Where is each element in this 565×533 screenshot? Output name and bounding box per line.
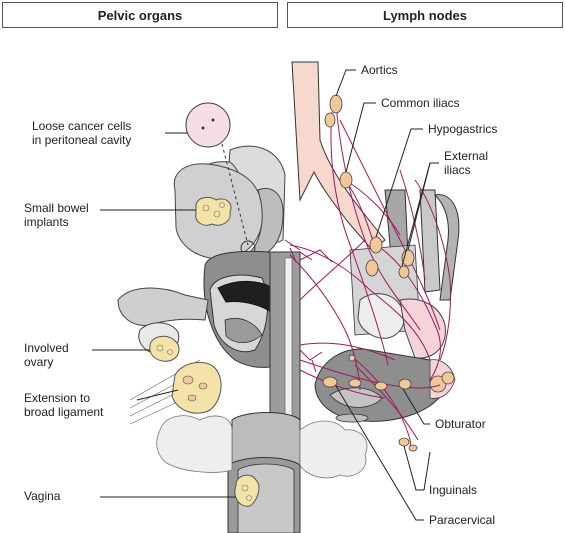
small-bowel-implants [195,196,232,226]
pelvic-floor-tissue [156,415,368,479]
external-iliac-node-2 [398,265,410,279]
aorta [291,61,386,251]
label-loose-cells-2: in peritoneal cavity [32,133,131,147]
hypogastric-node-2 [365,259,379,277]
aortic-node-1 [329,94,343,114]
label-hypogastrics: Hypogastrics [428,122,497,136]
label-ovary-1: Involved [24,341,69,355]
label-inguinals: Inguinals [429,483,477,497]
small-paracervical-node [348,354,356,362]
label-broad-1: Extension to [24,391,90,405]
labels: Loose cancer cells in peritoneal cavity … [24,63,497,527]
label-small-bowel-1: Small bowel [24,201,89,215]
label-common-iliacs: Common iliacs [381,96,460,110]
header-pelvic-organs: Pelvic organs [2,2,278,28]
label-external-1: External [444,149,488,163]
header-pelvic-organs-label: Pelvic organs [97,7,183,23]
label-ovary-2: ovary [24,355,53,369]
label-broad-2: broad ligament [24,405,104,419]
obturator-node [398,378,412,390]
label-aortics: Aortics [361,63,398,77]
paracervical-node-3 [374,381,388,391]
broad-ligament-extension [129,359,222,425]
hypogastric-node-1 [369,236,383,254]
paracervical-node-2 [348,378,362,388]
cervix-vagina-canal [227,251,301,533]
header-lymph-nodes: Lymph nodes [287,2,563,28]
label-loose-cells-1: Loose cancer cells [32,119,131,133]
inguinal-node-1 [398,437,410,447]
involved-ovary [149,335,180,362]
lymph-nodes [322,94,418,452]
paracervical-node-1 [322,376,338,388]
label-small-bowel-2: implants [24,215,69,229]
aortic-node-2 [324,112,336,128]
leader-lines [92,69,439,521]
label-obturator: Obturator [435,417,486,431]
right-adnexa [357,293,446,359]
label-external-2: iliacs [444,163,471,177]
lymphatic-vessels [284,103,451,451]
label-paracervical: Paracervical [429,513,495,527]
inguinal-node-2 [408,444,418,452]
header-lymph-nodes-label: Lymph nodes [382,7,468,23]
label-vagina: Vagina [24,489,61,503]
common-iliac-node [339,171,353,189]
vaginal-tumor [234,474,260,507]
